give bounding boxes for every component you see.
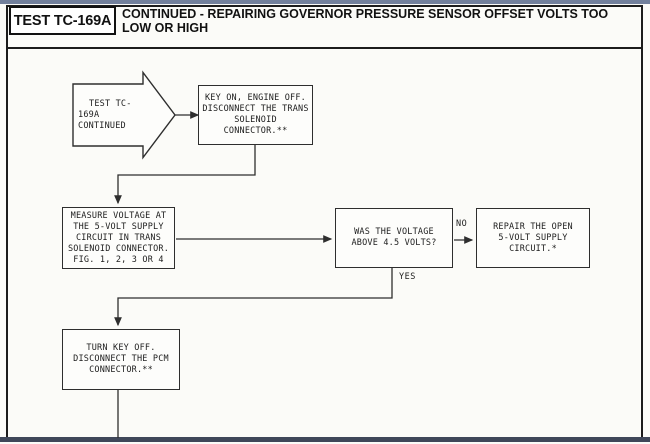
connector-keyon-to-measure <box>114 145 256 205</box>
header-separator-line <box>6 47 643 49</box>
flow-node-measure-voltage: MEASURE VOLTAGE AT THE 5-VOLT SUPPLY CIR… <box>62 207 175 269</box>
flow-start-arrow-label: TEST TC-169A CONTINUED <box>78 98 132 131</box>
bottom-rule-bar <box>0 437 650 442</box>
edge-label-no: NO <box>454 219 470 229</box>
edge-label-yes: YES <box>397 272 418 282</box>
page-frame-left <box>6 5 8 438</box>
connector-yes-to-turnkey <box>114 268 393 327</box>
page-frame-top <box>6 5 643 7</box>
page-frame-right <box>641 5 643 438</box>
test-id-badge: TEST TC-169A <box>9 6 116 35</box>
flow-node-repair-circuit: REPAIR THE OPEN 5-VOLT SUPPLY CIRCUIT.* <box>476 208 590 268</box>
flow-node-turn-key-off: TURN KEY OFF. DISCONNECT THE PCM CONNECT… <box>62 329 180 390</box>
flow-decision-voltage-above-4-5: WAS THE VOLTAGE ABOVE 4.5 VOLTS? <box>335 208 453 268</box>
start-arrow-shape <box>72 70 176 160</box>
flow-node-key-on: KEY ON, ENGINE OFF. DISCONNECT THE TRANS… <box>198 85 313 145</box>
test-id-text: TEST TC-169A <box>13 12 112 29</box>
top-rule-bar <box>0 0 650 4</box>
page-title: CONTINUED - REPAIRING GOVERNOR PRESSURE … <box>122 7 609 35</box>
